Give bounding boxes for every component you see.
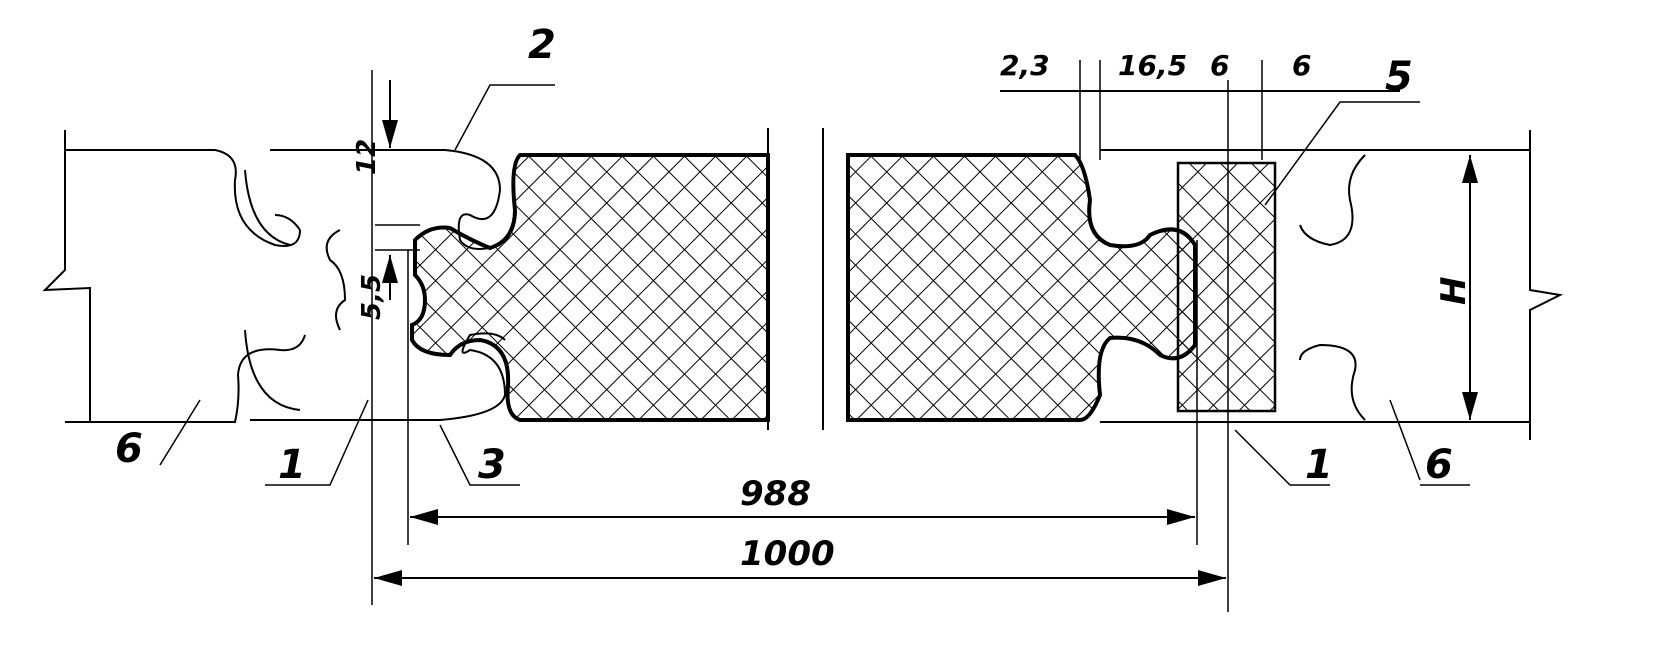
dim-6b-label: 6: [1292, 49, 1311, 82]
label-right-panel-6: 6: [1425, 442, 1453, 488]
insert-strip: [1176, 161, 1277, 413]
dim-5-5-label: 5,5: [357, 274, 387, 320]
label-left-seal-3: 3: [478, 442, 506, 488]
left-panel: [42, 130, 347, 423]
dim-12-label: 12: [352, 139, 382, 175]
right-panel: [1100, 130, 1564, 440]
label-right-joint-1: 1: [1305, 442, 1333, 488]
right-foam-panel: [846, 153, 1197, 422]
label-left-joint-1: 1: [278, 442, 306, 488]
dim-1000-label: 1000: [740, 534, 835, 574]
label-part-2: 2: [528, 22, 556, 68]
height-h-label: H: [1434, 277, 1474, 305]
label-insert-5: 5: [1385, 54, 1413, 100]
dim-2-3-label: 2,3: [1000, 49, 1050, 82]
dimension-lines: [159, 60, 1478, 612]
dim-988-label: 988: [740, 474, 811, 514]
left-foam-panel: [410, 153, 770, 422]
dim-6a-label: 6: [1210, 49, 1229, 82]
dim-16-5-label: 16,5: [1118, 49, 1187, 82]
label-left-panel-6: 6: [115, 426, 143, 472]
